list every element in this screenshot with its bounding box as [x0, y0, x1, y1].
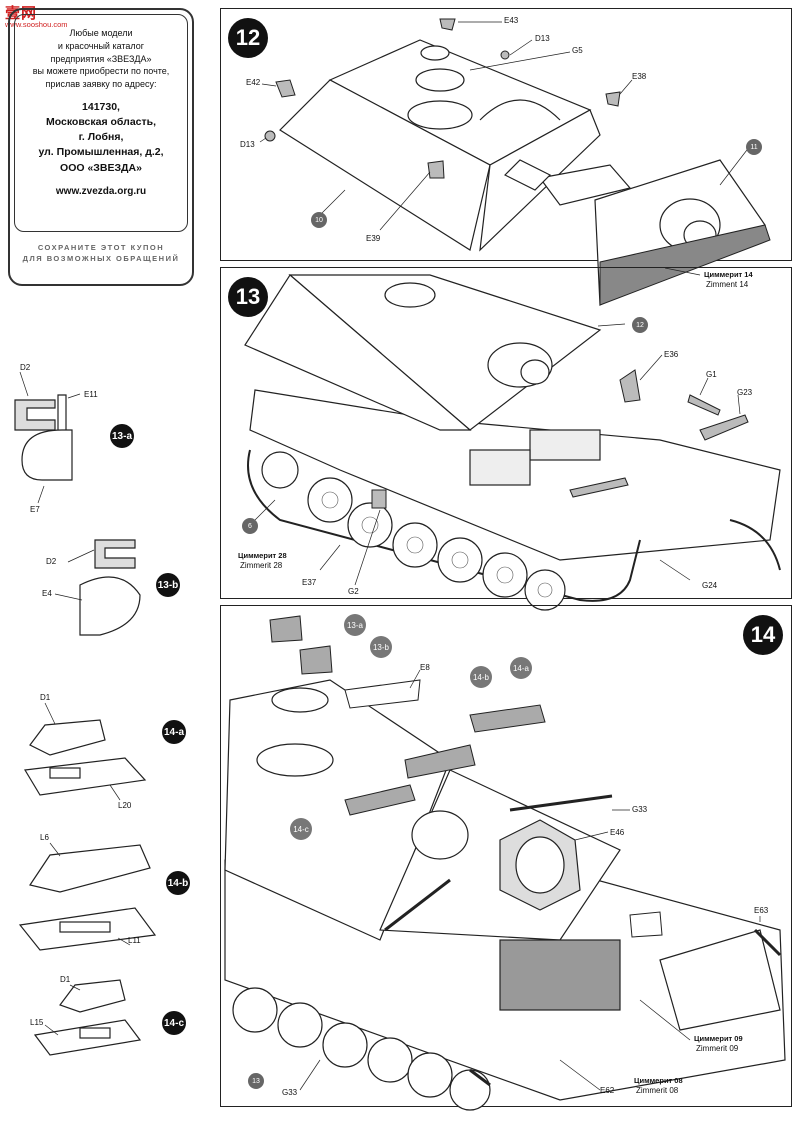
- step-13-panel: [220, 267, 792, 599]
- part-label-E39: E39: [366, 234, 381, 243]
- part-label-G1: G1: [706, 370, 717, 379]
- step-12-number: 12: [228, 18, 268, 58]
- coupon-address: 141730, Московская область, г. Лобня, ул…: [15, 100, 187, 176]
- step-ref-6: 6: [242, 518, 258, 534]
- address-line: 141730,: [82, 100, 120, 113]
- step-14-number: 14: [743, 615, 783, 655]
- zimmerit-14-ru: Циммерит 14: [704, 270, 753, 279]
- sub-14b-label-L11: L11: [128, 936, 141, 945]
- coupon-line: вы можете приобрести по почте,: [32, 66, 170, 77]
- part-label-G5: G5: [572, 46, 583, 55]
- sub-14a-label-L20: L20: [118, 801, 132, 810]
- part-label-G2: G2: [348, 587, 359, 596]
- zimmerit-09-en: Zimmerit 09: [696, 1044, 739, 1053]
- step-ref-13-b: 13-b: [370, 636, 392, 658]
- part-label-E43: E43: [504, 16, 519, 25]
- step-ref-14-b: 14-b: [470, 666, 492, 688]
- sub-13a-label-D2: D2: [20, 363, 31, 372]
- coupon-footer: СОХРАНИТЕ ЭТОТ КУПОН ДЛЯ ВОЗМОЖНЫХ ОБРАЩ…: [14, 242, 188, 265]
- step-12-panel: [220, 8, 792, 261]
- part-label-G23: G23: [737, 388, 753, 397]
- address-line: ул. Промышленная, д.2,: [38, 146, 164, 159]
- part-label-E36: E36: [664, 350, 679, 359]
- address-line: Московская область,: [45, 116, 157, 129]
- zimmerit-28-en: Zimmerit 28: [240, 561, 283, 570]
- sub-13a-label-E7: E7: [30, 505, 40, 514]
- watermark-url: www.sooshou.com: [5, 20, 68, 29]
- subassembly-14-c-badge: 14-c: [162, 1011, 186, 1035]
- coupon-line: Любые модели: [69, 28, 133, 38]
- address-line: г. Лобня,: [78, 131, 124, 144]
- zimmerit-28-ru: Циммерит 28: [238, 551, 287, 560]
- coupon-line: и красочный каталог: [57, 40, 145, 51]
- address-line: ООО «ЗВЕЗДА»: [60, 161, 142, 174]
- sub-13b-label-D2: D2: [46, 557, 57, 566]
- part-label-G33: G33: [282, 1088, 298, 1097]
- sub-14c-label-L15: L15: [30, 1018, 44, 1027]
- part-label-E8: E8: [420, 663, 430, 672]
- part-label-G33: G33: [632, 805, 648, 814]
- order-coupon: [8, 8, 194, 286]
- sub-14b-label-L6: L6: [40, 833, 49, 842]
- zimmerit-14-en: Zimment 14: [706, 280, 749, 289]
- subassembly-14-a-badge: 14-a: [162, 720, 186, 744]
- part-label-E37: E37: [302, 578, 317, 587]
- step-ref-12: 12: [632, 317, 648, 333]
- zimmerit-08-ru: Циммерит 08: [634, 1076, 683, 1085]
- sub-13a-label-E11: E11: [84, 390, 98, 399]
- coupon-text-box: Любые модели и красочный каталог предпри…: [14, 14, 188, 232]
- step-ref-10: 10: [311, 212, 327, 228]
- coupon-footer-line: ДЛЯ ВОЗМОЖНЫХ ОБРАЩЕНИЙ: [22, 254, 180, 264]
- sub-14c-label-D1: D1: [60, 975, 71, 984]
- part-label-E62: E62: [600, 1086, 615, 1095]
- part-label-E46: E46: [610, 828, 625, 837]
- part-label-D13: D13: [535, 34, 550, 43]
- part-label-D13: D13: [240, 140, 255, 149]
- step-14-panel: [220, 605, 792, 1107]
- part-label-E63: E63: [754, 906, 769, 915]
- sub-14a-label-D1: D1: [40, 693, 51, 702]
- step-ref-14-a: 14-a: [510, 657, 532, 679]
- step-ref-13-a: 13-a: [344, 614, 366, 636]
- step-ref-14-c: 14-c: [290, 818, 312, 840]
- part-label-E38: E38: [632, 72, 647, 81]
- coupon-website: www.zvezda.org.ru: [55, 185, 147, 197]
- zimmerit-09-ru: Циммерит 09: [694, 1034, 743, 1043]
- coupon-line: предприятия «ЗВЕЗДА»: [50, 53, 152, 64]
- step-ref-11: 11: [746, 139, 762, 155]
- step-ref-13: 13: [248, 1073, 264, 1089]
- coupon-footer-line: СОХРАНИТЕ ЭТОТ КУПОН: [37, 243, 165, 252]
- subassembly-13-b-badge: 13-b: [156, 573, 180, 597]
- step-13-number: 13: [228, 277, 268, 317]
- subassembly-14-b-badge: 14-b: [166, 871, 190, 895]
- subassembly-13-a-badge: 13-a: [110, 424, 134, 448]
- part-label-E42: E42: [246, 78, 261, 87]
- zimmerit-08-en: Zimmerit 08: [636, 1086, 679, 1095]
- coupon-line: прислав заявку по адресу:: [45, 79, 157, 90]
- part-label-G24: G24: [702, 581, 718, 590]
- sub-13b-label-E4: E4: [42, 589, 52, 598]
